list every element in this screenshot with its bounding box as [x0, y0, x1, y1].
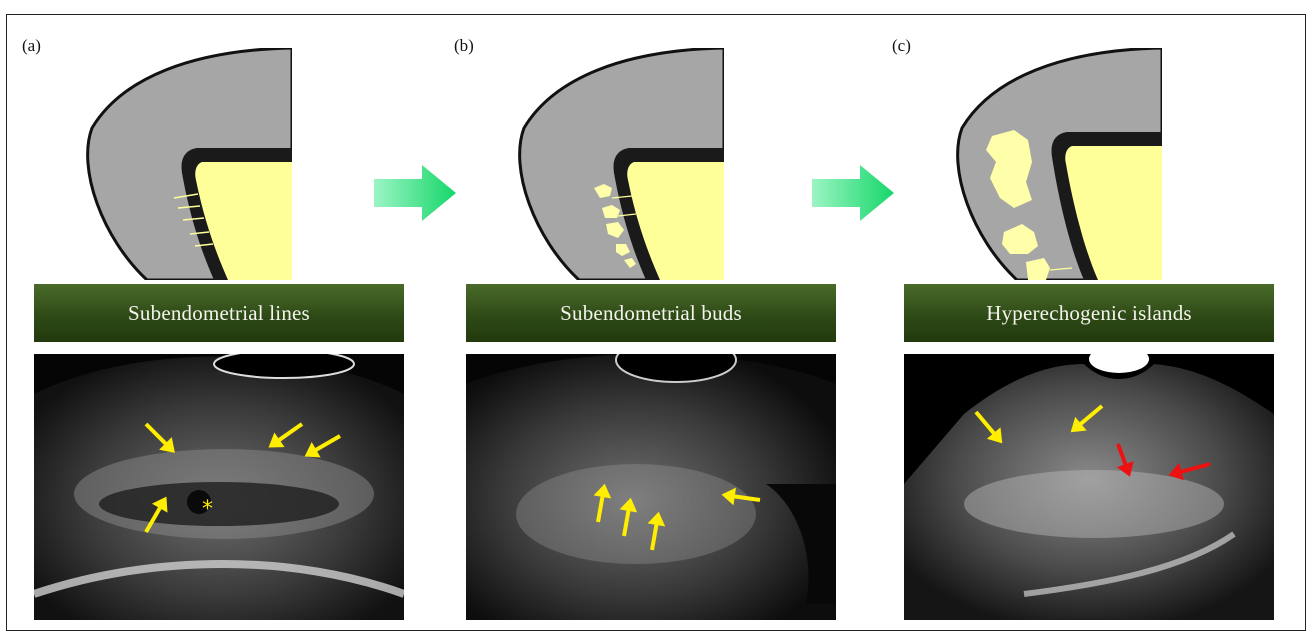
schematic-subendometrial-buds: [494, 48, 724, 280]
banner-hyperechogenic-islands: Hyperechogenic islands: [904, 284, 1274, 342]
schematic-hyperechogenic-islands: [932, 48, 1162, 280]
panel-label-b: (b): [454, 36, 474, 56]
asterisk-marker: *: [202, 497, 213, 522]
banner-subendometrial-lines: Subendometrial lines: [34, 284, 404, 342]
ultrasound-image-c: [904, 354, 1274, 620]
banner-subendometrial-buds: Subendometrial buds: [466, 284, 836, 342]
schematic-subendometrial-lines: [62, 48, 292, 280]
panel-a: (a) Subendometrial lines *: [6, 14, 386, 631]
panel-label-a: (a): [22, 36, 41, 56]
panel-c: (c) Hyperechogenic islands: [876, 14, 1256, 631]
ultrasound-image-a: *: [34, 354, 404, 620]
panel-b: (b) Subendometrial buds: [438, 14, 818, 631]
panel-label-c: (c): [892, 36, 911, 56]
ultrasound-image-b: [466, 354, 836, 620]
